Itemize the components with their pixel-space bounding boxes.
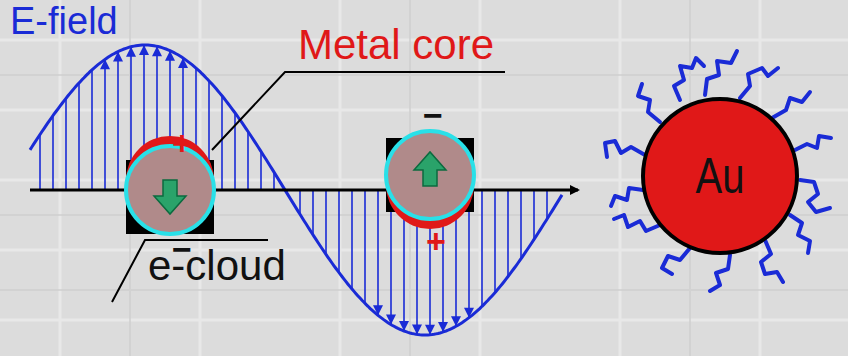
field-line — [325, 190, 327, 254]
field-line — [546, 190, 548, 219]
field-line — [338, 190, 340, 273]
field-line — [78, 83, 80, 190]
field-line — [39, 135, 41, 191]
field-line — [65, 98, 67, 190]
field-line — [520, 190, 522, 259]
field-line — [260, 151, 262, 190]
field-line — [104, 59, 106, 190]
charge-sign: − — [423, 98, 443, 132]
field-line — [52, 116, 54, 190]
element-symbol: Au — [656, 96, 784, 256]
cloud-outline — [386, 131, 474, 219]
field-line — [494, 190, 496, 293]
cloud-outline — [126, 146, 214, 234]
field-line — [221, 96, 223, 190]
shift-arrow — [414, 152, 446, 186]
part-label: e-cloud — [148, 245, 286, 287]
field-label: E-field — [10, 2, 118, 40]
shift-arrow — [154, 180, 186, 214]
field-line — [481, 190, 483, 306]
charge-sign: + — [426, 224, 446, 258]
field-line — [533, 190, 535, 239]
electron-cloud — [386, 131, 474, 219]
field-line — [247, 132, 249, 191]
field-line — [351, 190, 353, 289]
charge-sign: + — [172, 126, 192, 160]
leader-line — [212, 72, 505, 150]
part-label: Metal core — [298, 24, 494, 66]
field-line — [312, 190, 314, 235]
field-line — [91, 70, 93, 190]
electron-cloud — [126, 146, 214, 234]
charge-sign: − — [172, 232, 192, 266]
ligand-chains — [605, 51, 831, 291]
field-line — [507, 190, 509, 277]
field-line — [117, 52, 119, 190]
gold-particle: Au — [640, 96, 800, 256]
field-line — [364, 190, 366, 303]
axis-arrow — [30, 189, 578, 192]
field-line — [377, 190, 379, 315]
